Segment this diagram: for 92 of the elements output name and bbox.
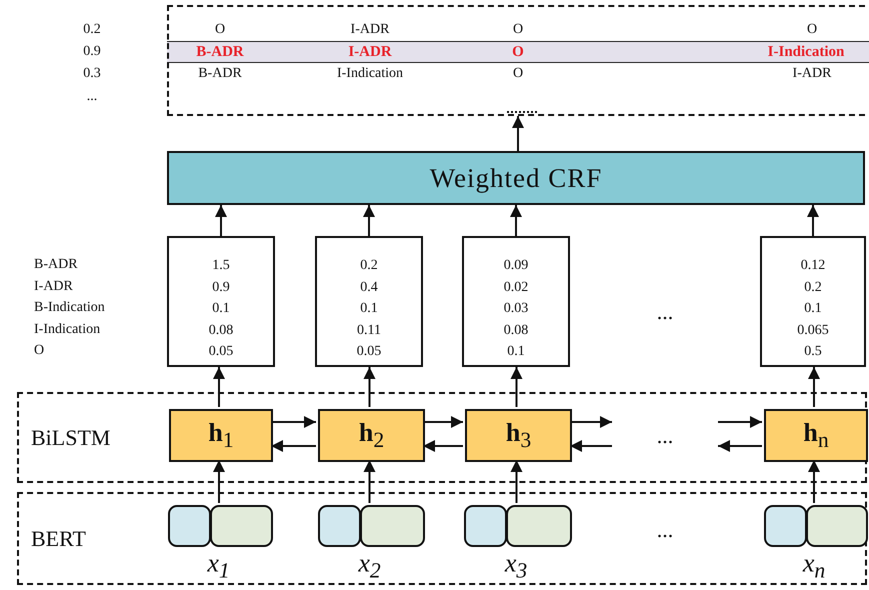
- tag-name: B-Indication: [34, 300, 105, 316]
- tag-cell: O: [214, 22, 226, 38]
- arrow: [213, 460, 225, 503]
- arrow: [271, 440, 316, 452]
- arrow: [423, 416, 463, 428]
- score-value: 0.1: [506, 343, 526, 361]
- score-value: 0.065: [796, 322, 830, 340]
- tag-cell: I-ADR: [348, 44, 392, 60]
- layer-title: Weighted CRF: [430, 162, 602, 194]
- ellipsis: ...: [656, 428, 674, 444]
- embedding-box: [318, 505, 425, 547]
- arrow: [215, 205, 227, 236]
- token-label: x$_{1}$: [207, 549, 230, 585]
- layer-label: BERT: [31, 526, 86, 552]
- crf-layer-box: [167, 151, 865, 205]
- tag-name: I-Indication: [34, 322, 100, 338]
- layer-label: BiLSTM: [31, 424, 110, 450]
- arrow: [808, 460, 820, 503]
- tag-cell: O: [806, 22, 818, 38]
- score-box: [760, 236, 866, 367]
- tag-name: B-ADR: [34, 257, 78, 273]
- arrow: [570, 416, 612, 428]
- score-value: 0.11: [356, 322, 382, 340]
- embedding-box: [168, 505, 273, 547]
- arrow: [718, 440, 762, 452]
- score-value: 0.08: [502, 322, 530, 340]
- arrow: [363, 205, 375, 236]
- score-label: 0.2: [83, 22, 101, 38]
- hidden-state-label: h$_{1}$: [208, 418, 234, 454]
- score-value: 0.08: [208, 322, 234, 340]
- hidden-state-box: [465, 409, 572, 462]
- tag-cell: I-Indication: [768, 44, 844, 60]
- arrow: [570, 440, 612, 452]
- score-value: 0.05: [208, 343, 234, 361]
- embedding-box: [464, 505, 572, 547]
- embedding-box: [764, 505, 868, 547]
- score-value: 0.05: [356, 343, 382, 361]
- arrow: [807, 205, 819, 236]
- score-value: 0.09: [502, 257, 530, 275]
- score-value: 0.9: [211, 278, 231, 296]
- tag-cell: B-ADR: [198, 66, 242, 82]
- arrow: [510, 205, 522, 236]
- tag-cell: O: [512, 22, 524, 38]
- hidden-state-label: h$_{n}$: [803, 418, 829, 454]
- score-label: 0.3: [83, 66, 101, 82]
- arrow: [213, 367, 225, 407]
- hidden-state-box: [169, 409, 273, 462]
- score-value: 1.5: [211, 257, 231, 275]
- arrow: [510, 367, 522, 407]
- ellipsis: ...: [656, 522, 674, 538]
- score-value: 0.4: [359, 278, 379, 296]
- arrow: [364, 460, 376, 503]
- ellipsis: ...: [86, 89, 98, 105]
- tag-cell: O: [512, 66, 524, 82]
- score-box: [167, 236, 275, 367]
- score-value: 0.5: [803, 343, 823, 361]
- ellipsis: ...: [656, 304, 674, 320]
- output-box: [167, 5, 865, 116]
- tag-cell: O: [512, 44, 524, 60]
- arrow: [271, 416, 316, 428]
- score-value: 0.1: [211, 300, 231, 318]
- score-value: 0.03: [502, 300, 530, 318]
- layer-group: [17, 392, 867, 483]
- score-value: 0.2: [803, 278, 823, 296]
- score-value: 0.1: [803, 300, 823, 318]
- tag-name: I-ADR: [34, 279, 73, 295]
- score-box: [315, 236, 423, 367]
- token-label: x$_{n}$: [802, 549, 826, 585]
- token-label: x$_{3}$: [504, 549, 528, 585]
- tag-cell: I-Indication: [336, 66, 404, 82]
- hidden-state-box: [318, 409, 425, 462]
- arrow: [808, 367, 820, 407]
- score-value: 0.2: [359, 257, 379, 275]
- score-value: 0.02: [502, 278, 530, 296]
- score-box: [462, 236, 570, 367]
- tag-name: O: [34, 343, 44, 359]
- token-label: x$_{2}$: [358, 549, 381, 585]
- score-value: 0.12: [800, 257, 826, 275]
- arrow: [718, 416, 762, 428]
- arrow: [512, 116, 524, 151]
- arrow: [364, 367, 376, 407]
- hidden-state-box: [764, 409, 868, 462]
- hidden-state-label: h$_{3}$: [506, 418, 532, 454]
- score-label: 0.9: [83, 44, 101, 60]
- arrow: [510, 460, 522, 503]
- tag-cell: B-ADR: [196, 44, 244, 60]
- layer-group: [17, 492, 867, 585]
- hidden-state-label: h$_{2}$: [358, 418, 384, 454]
- score-value: 0.1: [359, 300, 379, 318]
- arrow: [423, 440, 463, 452]
- tag-cell: I-ADR: [792, 66, 832, 82]
- tag-cell: I-ADR: [350, 22, 390, 38]
